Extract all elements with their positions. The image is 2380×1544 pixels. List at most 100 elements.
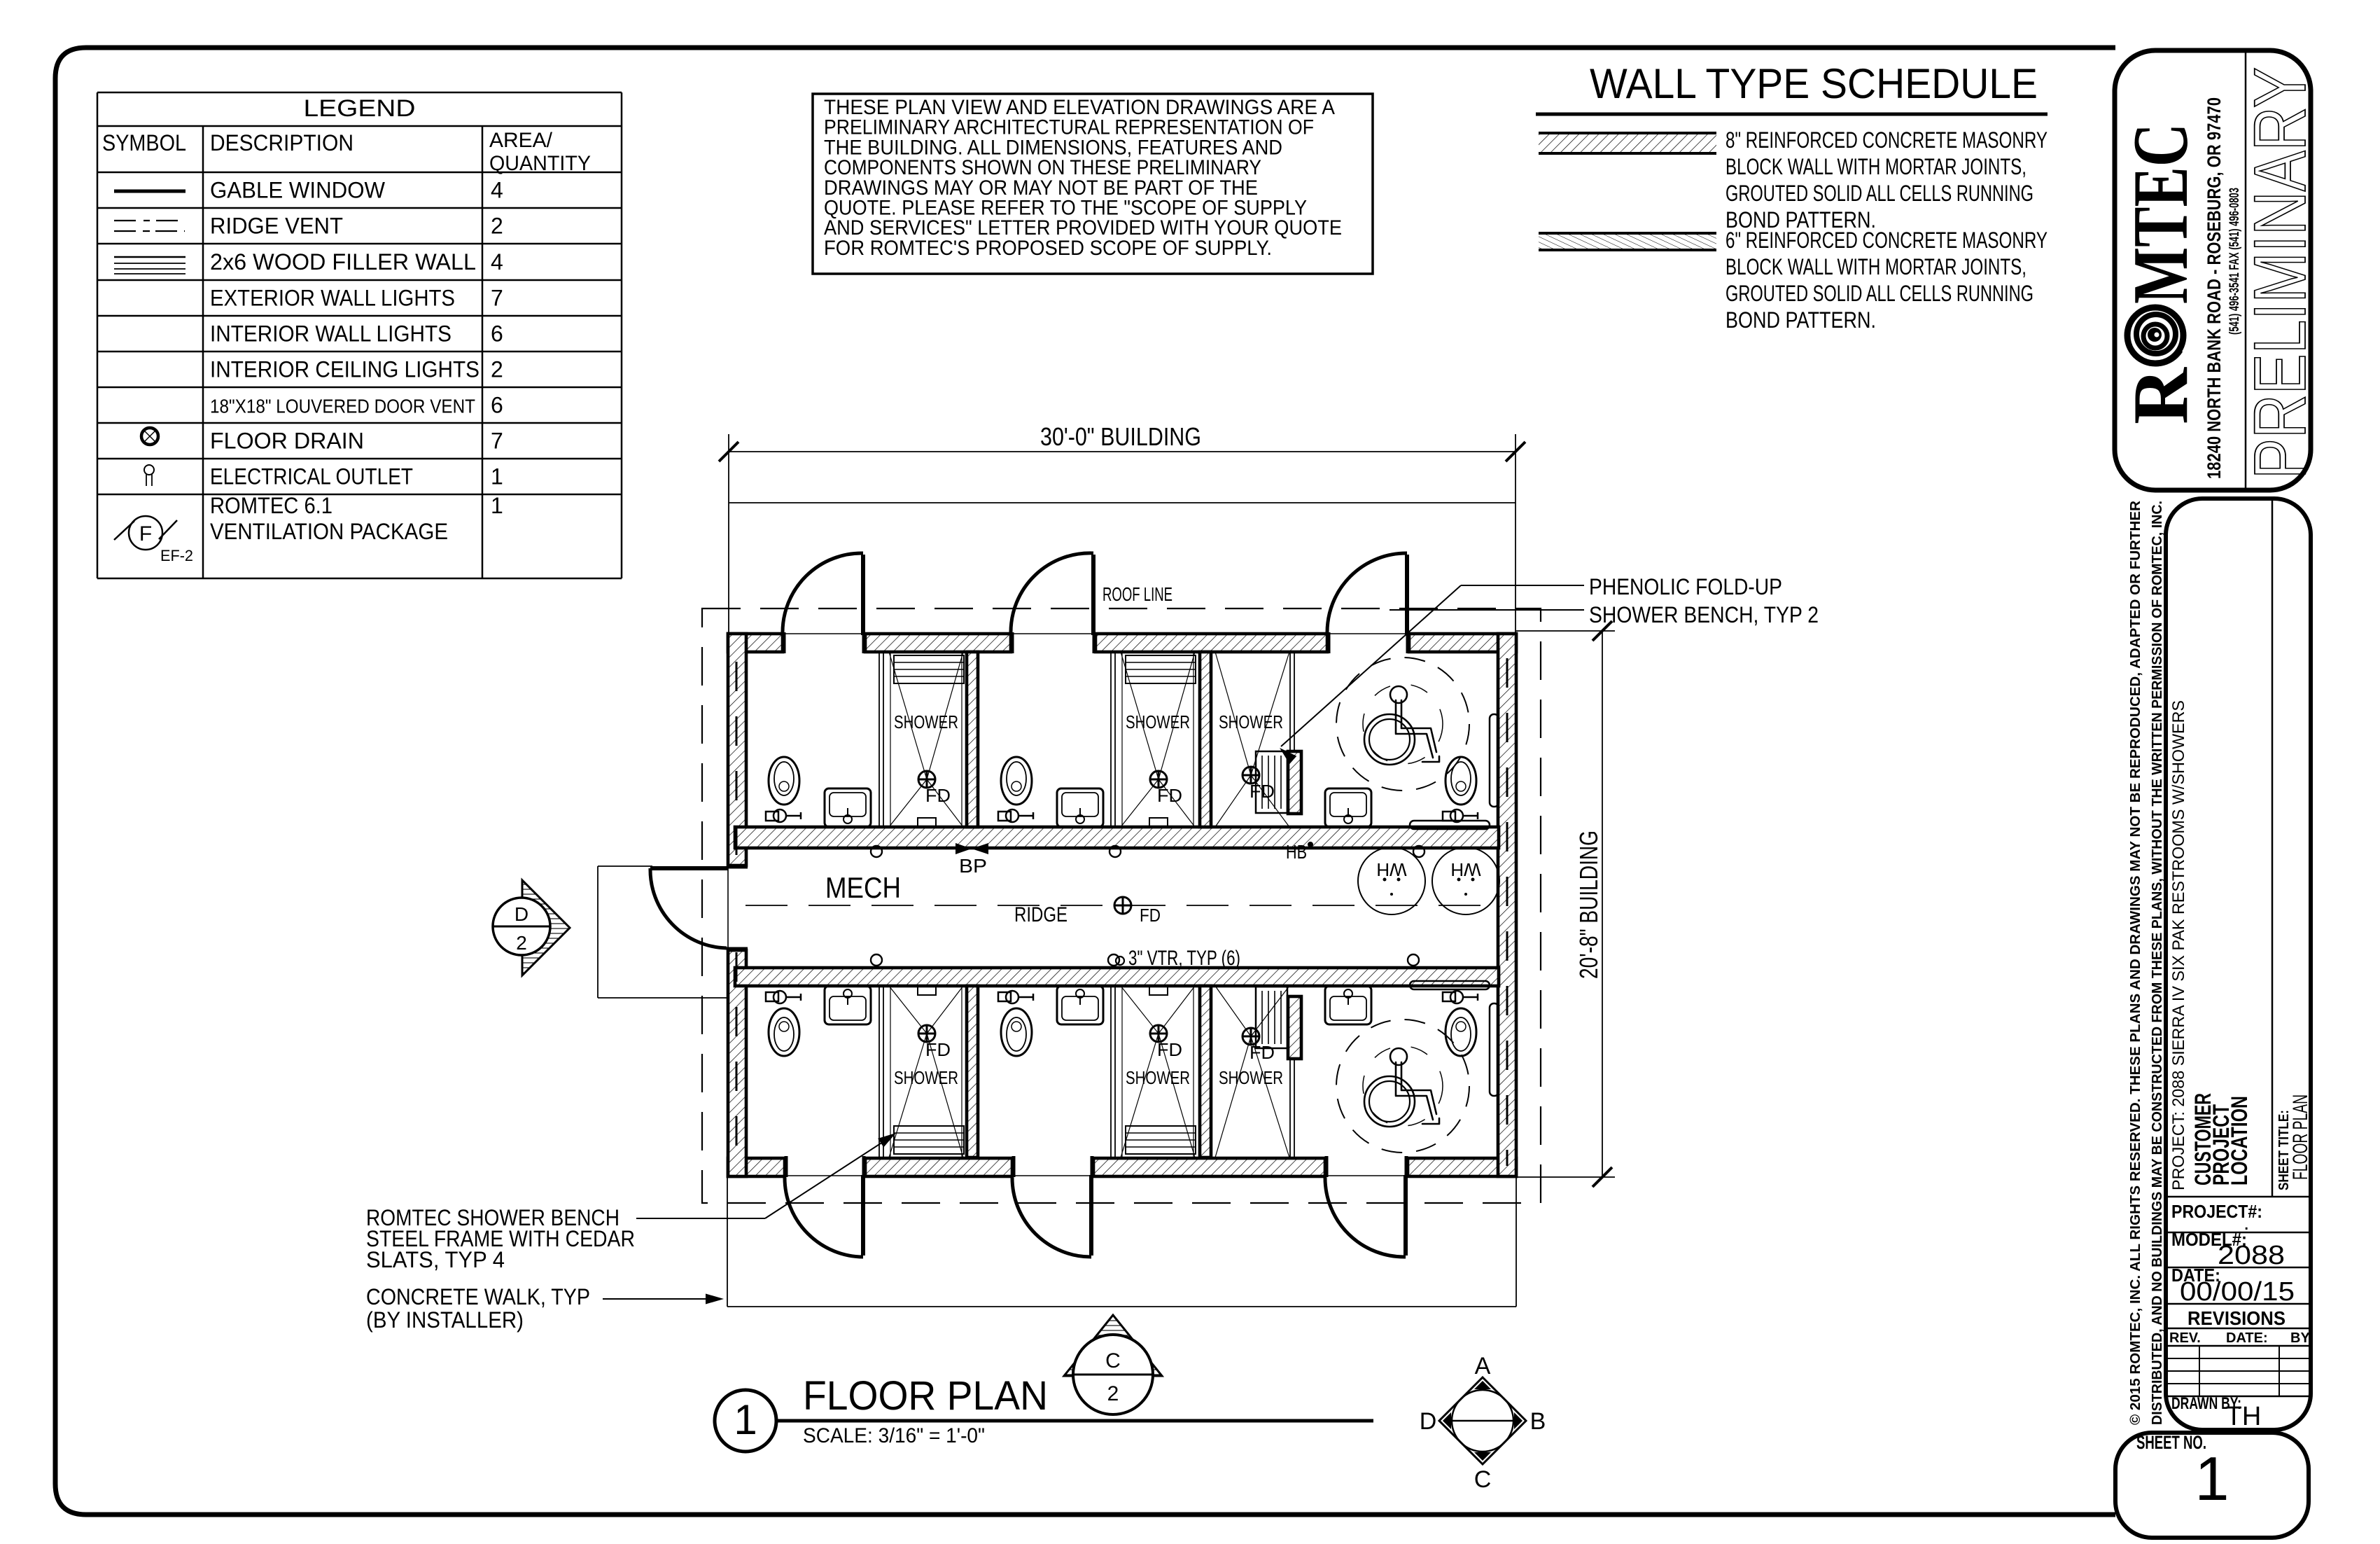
svg-text:7: 7 bbox=[491, 286, 503, 311]
svg-text:CONCRETE WALK, TYP: CONCRETE WALK, TYP bbox=[366, 1284, 590, 1309]
svg-text:BY: BY bbox=[2290, 1330, 2310, 1346]
svg-text:FLOOR DRAIN: FLOOR DRAIN bbox=[210, 429, 364, 454]
svg-text:GROUTED SOLID ALL CELLS RUNNIN: GROUTED SOLID ALL CELLS RUNNING bbox=[1726, 181, 2033, 206]
svg-text:2: 2 bbox=[516, 932, 527, 954]
svg-text:8" REINFORCED CONCRETE MASONRY: 8" REINFORCED CONCRETE MASONRY bbox=[1726, 127, 2047, 153]
svg-text:FLOOR PLAN: FLOOR PLAN bbox=[2289, 1094, 2312, 1180]
svg-text:30'-0" BUILDING: 30'-0" BUILDING bbox=[1040, 422, 1201, 451]
svg-text:CUSTOMER: CUSTOMER bbox=[2190, 1093, 2216, 1185]
svg-text:SCALE: 3/16" = 1'-0": SCALE: 3/16" = 1'-0" bbox=[803, 1424, 985, 1447]
svg-text:AREA/: AREA/ bbox=[489, 129, 553, 152]
svg-text:1: 1 bbox=[491, 464, 503, 489]
svg-text:SHOWER BENCH, TYP 2: SHOWER BENCH, TYP 2 bbox=[1589, 602, 1819, 627]
svg-text:MECH: MECH bbox=[825, 871, 901, 904]
svg-text:(BY INSTALLER): (BY INSTALLER) bbox=[366, 1307, 524, 1333]
svg-text:BOND PATTERN.: BOND PATTERN. bbox=[1726, 207, 1876, 232]
svg-text:1: 1 bbox=[491, 493, 503, 518]
svg-text:3" VTR, TYP (6): 3" VTR, TYP (6) bbox=[1128, 947, 1240, 970]
svg-text:INTERIOR WALL LIGHTS: INTERIOR WALL LIGHTS bbox=[210, 321, 451, 347]
svg-text:DESCRIPTION: DESCRIPTION bbox=[210, 130, 354, 155]
svg-text:VENTILATION PACKAGE: VENTILATION PACKAGE bbox=[210, 519, 448, 544]
svg-text:2: 2 bbox=[491, 214, 503, 239]
svg-text:WALL TYPE SCHEDULE: WALL TYPE SCHEDULE bbox=[1590, 60, 2038, 107]
svg-text:2x6 WOOD FILLER WALL: 2x6 WOOD FILLER WALL bbox=[210, 249, 476, 274]
svg-text:SHOWER: SHOWER bbox=[1126, 1067, 1190, 1088]
svg-text:FD: FD bbox=[1140, 905, 1161, 926]
svg-text:RIDGE VENT: RIDGE VENT bbox=[210, 214, 343, 239]
svg-text:DISTRIBUTED, AND NO BUILDINGS: DISTRIBUTED, AND NO BUILDINGS MAY BE CON… bbox=[2150, 501, 2165, 1425]
svg-text:18"X18" LOUVERED DOOR VENT: 18"X18" LOUVERED DOOR VENT bbox=[210, 396, 475, 417]
svg-text:PROJECT: 2088 SIERRA IV SIX PA: PROJECT: 2088 SIERRA IV SIX PAK RESTROOM… bbox=[2169, 700, 2188, 1190]
svg-text:DRAWINGS MAY OR MAY NOT BE PAR: DRAWINGS MAY OR MAY NOT BE PART OF THE bbox=[824, 176, 1258, 200]
svg-text:C: C bbox=[1474, 1466, 1492, 1493]
svg-text:QUOTE. PLEASE REFER TO THE "SC: QUOTE. PLEASE REFER TO THE "SCOPE OF SUP… bbox=[824, 197, 1307, 220]
svg-text:FLOOR PLAN: FLOOR PLAN bbox=[803, 1373, 1048, 1419]
svg-text:BLOCK WALL WITH MORTAR JOINTS,: BLOCK WALL WITH MORTAR JOINTS, bbox=[1726, 254, 2026, 279]
svg-text:1: 1 bbox=[734, 1396, 757, 1443]
svg-text:FD: FD bbox=[1250, 1042, 1275, 1063]
svg-text:ROMTEC 6.1: ROMTEC 6.1 bbox=[210, 493, 332, 518]
svg-text:WH: WH bbox=[1376, 859, 1406, 880]
svg-text:FD: FD bbox=[925, 785, 951, 806]
svg-text:6: 6 bbox=[491, 393, 503, 418]
svg-text:FOR ROMTEC'S PROPOSED SCOPE OF: FOR ROMTEC'S PROPOSED SCOPE OF SUPPLY. bbox=[824, 237, 1272, 260]
svg-text:MTEC: MTEC bbox=[2118, 123, 2204, 304]
svg-text:LEGEND: LEGEND bbox=[304, 95, 416, 122]
svg-text:BLOCK WALL WITH MORTAR JOINTS,: BLOCK WALL WITH MORTAR JOINTS, bbox=[1726, 154, 2026, 179]
svg-text:6: 6 bbox=[491, 321, 503, 347]
svg-text:TH: TH bbox=[2226, 1402, 2262, 1431]
svg-text:SYMBOL: SYMBOL bbox=[102, 130, 186, 155]
svg-text:C: C bbox=[1105, 1349, 1121, 1372]
svg-text:SHOWER: SHOWER bbox=[1219, 711, 1283, 732]
svg-text:LOCATION: LOCATION bbox=[2227, 1096, 2252, 1185]
svg-text:SHOWER: SHOWER bbox=[1126, 711, 1190, 732]
svg-text:HB: HB bbox=[1286, 841, 1307, 863]
svg-text:7: 7 bbox=[491, 429, 503, 454]
svg-text:SHEET TITLE:: SHEET TITLE: bbox=[2276, 1110, 2292, 1190]
svg-text:GABLE WINDOW: GABLE WINDOW bbox=[210, 178, 386, 203]
svg-text:20'-8" BUILDING: 20'-8" BUILDING bbox=[1574, 830, 1603, 979]
svg-text:THESE PLAN VIEW AND ELEVATION: THESE PLAN VIEW AND ELEVATION DRAWINGS A… bbox=[824, 96, 1335, 119]
svg-text:REV.: REV. bbox=[2169, 1330, 2201, 1346]
svg-text:2088: 2088 bbox=[2218, 1241, 2285, 1270]
svg-text:PHENOLIC FOLD-UP: PHENOLIC FOLD-UP bbox=[1589, 574, 1782, 599]
svg-text:ROMTEC SHOWER BENCH: ROMTEC SHOWER BENCH bbox=[366, 1205, 620, 1230]
svg-text:FD: FD bbox=[1157, 785, 1182, 806]
svg-text:D: D bbox=[1420, 1408, 1437, 1435]
svg-text:(541) 496-3541 FAX (541) 49: (541) 496-3541 FAX (541) 496-0803 bbox=[2227, 188, 2242, 335]
svg-text:A: A bbox=[1475, 1353, 1491, 1379]
svg-text:FD: FD bbox=[925, 1039, 951, 1060]
svg-text:B: B bbox=[1530, 1408, 1546, 1435]
svg-text:D: D bbox=[514, 903, 528, 925]
svg-text:STEEL FRAME WITH CEDAR: STEEL FRAME WITH CEDAR bbox=[366, 1226, 635, 1251]
svg-text:FD: FD bbox=[1157, 1039, 1182, 1060]
svg-text:2: 2 bbox=[491, 357, 503, 382]
svg-text:DATE:: DATE: bbox=[2171, 1265, 2220, 1286]
svg-text:AND SERVICES" LETTER PROVIDED: AND SERVICES" LETTER PROVIDED WITH YOUR … bbox=[824, 216, 1342, 239]
svg-text:REVISIONS: REVISIONS bbox=[2188, 1307, 2286, 1329]
svg-text:PRELIMINARY ARCHITECTURAL REPR: PRELIMINARY ARCHITECTURAL REPRESENTATION… bbox=[824, 116, 1314, 139]
svg-text:4: 4 bbox=[491, 249, 503, 274]
svg-text:4: 4 bbox=[491, 178, 503, 203]
svg-text:SHOWER: SHOWER bbox=[894, 711, 958, 732]
svg-text:R: R bbox=[2118, 367, 2204, 424]
svg-text:© 2015 ROMTEC, INC. ALL RIGHTS: © 2015 ROMTEC, INC. ALL RIGHTS RESERVED.… bbox=[2128, 500, 2143, 1425]
svg-text:SHEET NO.: SHEET NO. bbox=[2136, 1432, 2206, 1453]
svg-text:SHOWER: SHOWER bbox=[1219, 1067, 1283, 1088]
svg-text:MODEL#:: MODEL#: bbox=[2171, 1229, 2247, 1250]
svg-text:PRELIMINARY: PRELIMINARY bbox=[2239, 67, 2321, 479]
svg-text:18240 NORTH BANK ROAD - ROSEBU: 18240 NORTH BANK ROAD - ROSEBURG, OR 974… bbox=[2204, 97, 2225, 479]
svg-text:DATE:: DATE: bbox=[2226, 1330, 2268, 1346]
svg-text:.: . bbox=[2244, 1211, 2249, 1234]
svg-text:WH: WH bbox=[1450, 859, 1480, 880]
svg-text:F: F bbox=[139, 522, 152, 545]
svg-text:00/00/15: 00/00/15 bbox=[2180, 1277, 2295, 1307]
svg-text:6" REINFORCED CONCRETE MASONRY: 6" REINFORCED CONCRETE MASONRY bbox=[1726, 228, 2047, 253]
svg-text:INTERIOR CEILING LIGHTS: INTERIOR CEILING LIGHTS bbox=[210, 357, 479, 382]
svg-text:PROJECT: PROJECT bbox=[2208, 1104, 2234, 1185]
svg-text:EXTERIOR WALL LIGHTS: EXTERIOR WALL LIGHTS bbox=[210, 286, 455, 311]
svg-text:THE BUILDING. ALL DIMENSIONS,: THE BUILDING. ALL DIMENSIONS, FEATURES A… bbox=[824, 136, 1282, 159]
svg-text:ELECTRICAL OUTLET: ELECTRICAL OUTLET bbox=[210, 464, 413, 489]
svg-text:GROUTED SOLID ALL CELLS RUNNIN: GROUTED SOLID ALL CELLS RUNNING bbox=[1726, 281, 2033, 306]
svg-text:QUANTITY: QUANTITY bbox=[489, 152, 591, 175]
